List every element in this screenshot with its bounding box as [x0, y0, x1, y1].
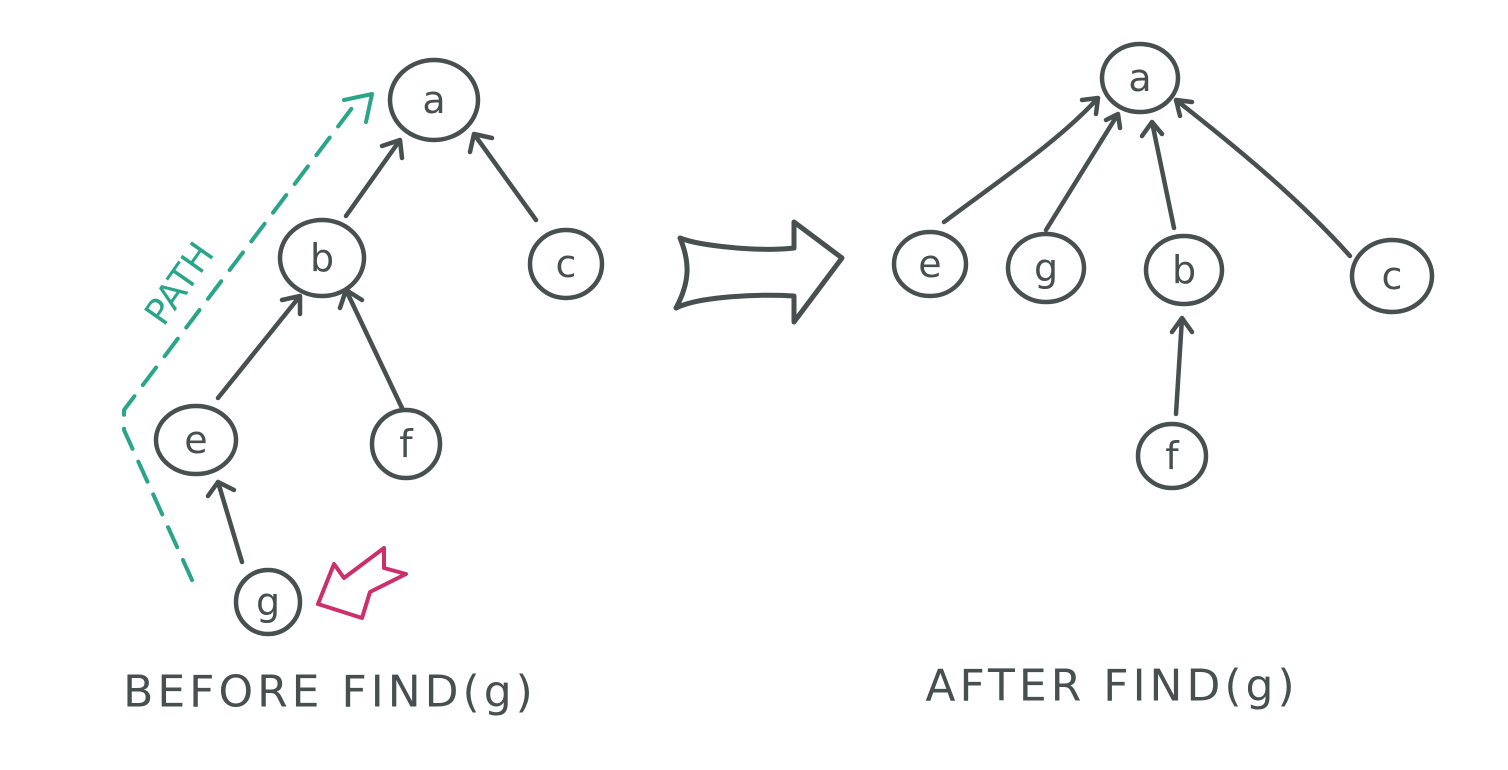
- edge-b-to-a: [343, 137, 405, 219]
- node-label: b: [310, 236, 334, 280]
- node-label: b: [1172, 248, 1196, 292]
- after-node-a: a: [1099, 41, 1181, 115]
- node-label: c: [556, 242, 577, 286]
- after-edges: [941, 95, 1353, 417]
- pointer-arrow-icon: [316, 546, 408, 620]
- path-label: PATH: [137, 235, 222, 332]
- before-node-c: c: [527, 227, 605, 301]
- after-node-c: c: [1349, 237, 1435, 315]
- edge-e-to-b: [215, 293, 303, 401]
- edge-b-to-a: [1139, 119, 1177, 231]
- node-label: a: [422, 78, 445, 122]
- before-caption: BEFORE FIND(g): [123, 667, 537, 718]
- right-arrow-icon: [673, 219, 845, 325]
- before-node-f: f: [369, 407, 443, 481]
- before-tree: PATH a b c e f: [122, 57, 605, 718]
- node-label: e: [918, 242, 941, 286]
- path-dashed-line: [122, 106, 354, 582]
- edge-g-to-e: [205, 479, 245, 565]
- after-node-g: g: [1005, 231, 1087, 305]
- edge-e-to-a: [941, 95, 1101, 225]
- before-node-a: a: [387, 57, 481, 143]
- after-node-e: e: [891, 229, 969, 299]
- after-caption: AFTER FIND(g): [925, 661, 1298, 712]
- node-label: f: [399, 422, 414, 466]
- before-node-b: b: [277, 217, 367, 299]
- edge-c-to-a: [1173, 97, 1353, 259]
- edge-c-to-a: [467, 131, 539, 223]
- node-label: e: [184, 418, 207, 462]
- edge-f-to-b: [337, 287, 405, 411]
- edge-g-to-a: [1043, 111, 1123, 233]
- edge-f-to-b: [1169, 315, 1195, 417]
- node-label: c: [1382, 254, 1403, 298]
- before-node-e: e: [153, 403, 239, 477]
- after-node-f: f: [1135, 421, 1209, 491]
- path-arrow-head: [342, 92, 374, 124]
- after-node-b: b: [1143, 233, 1225, 307]
- node-label: g: [256, 580, 280, 624]
- before-edges: [205, 131, 539, 565]
- node-label: a: [1128, 56, 1151, 100]
- node-label: f: [1165, 434, 1180, 478]
- before-node-g: g: [233, 567, 303, 637]
- after-tree: a e g b c f AFTER FIND(g): [891, 41, 1435, 712]
- node-label: g: [1034, 246, 1058, 290]
